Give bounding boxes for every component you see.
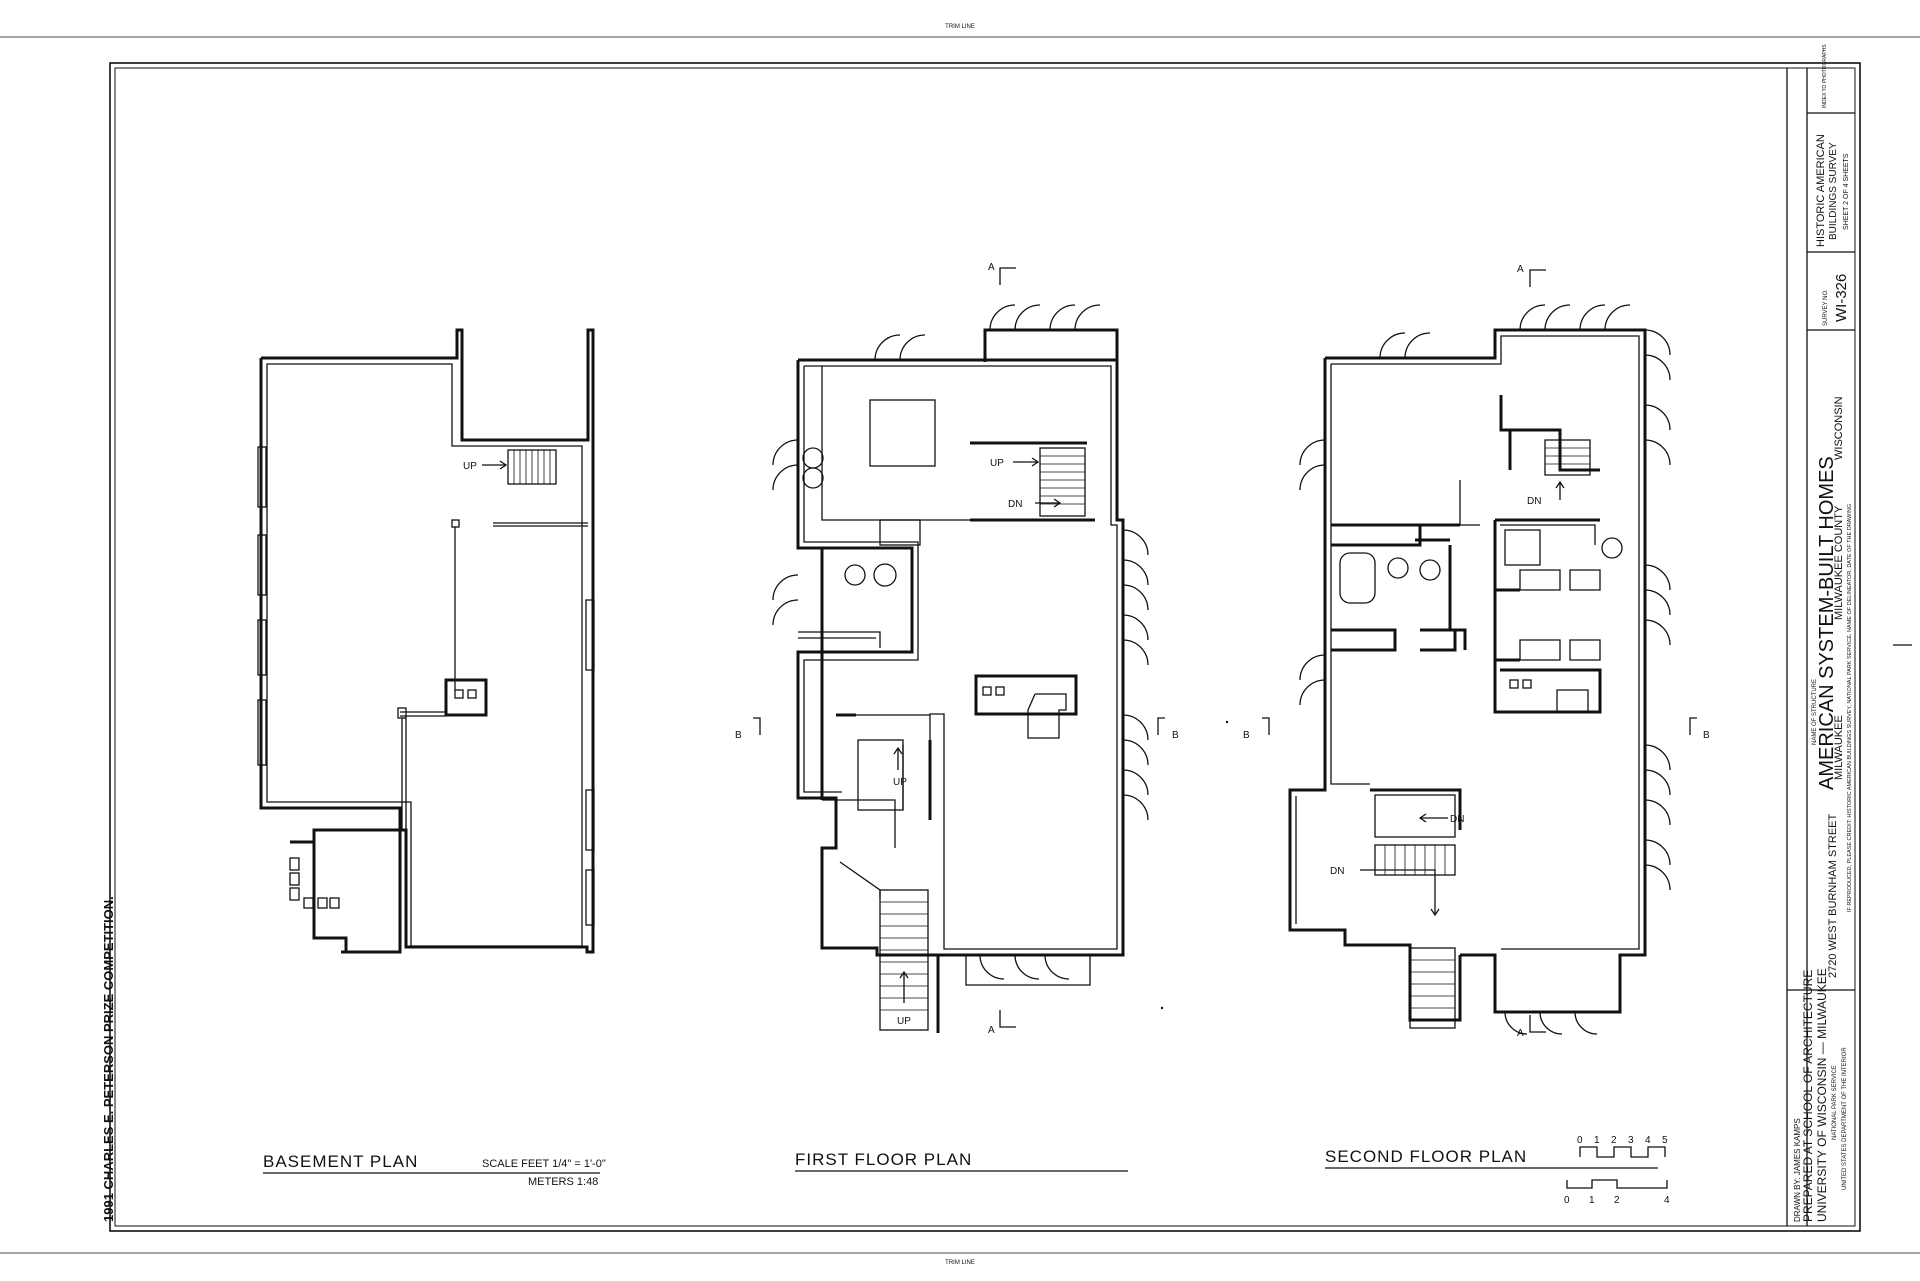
trim-lines: TRIM LINE TRIM LINE: [0, 24, 1920, 1266]
scale-meter-tick: 2: [1614, 1195, 1620, 1206]
first-dn-label: DN: [1008, 499, 1022, 510]
first-up-label: UP: [990, 458, 1004, 469]
scale-feet-tick: 1: [1594, 1135, 1600, 1146]
credit-note: IF REPRODUCED, PLEASE CREDIT: HISTORIC A…: [1847, 504, 1853, 912]
structure-name-caption: NAME OF STRUCTURE: [1812, 679, 1818, 745]
basement-plan-title: BASEMENT PLAN: [263, 1152, 418, 1171]
first-section-a-top: A: [988, 262, 995, 273]
scale-feet-tick: 3: [1628, 1135, 1634, 1146]
survey-no: WI-326: [1833, 274, 1850, 322]
basement-plan: UP BASEMENT PLAN: [257, 328, 600, 1174]
first-section-b-left: B: [735, 730, 742, 741]
structure-name: AMERICAN SYSTEM-BUILT HOMES: [1816, 456, 1838, 790]
first-up-label-2: UP: [893, 777, 907, 788]
second-section-a-bottom: A: [1517, 1028, 1524, 1039]
scale-meters-label: METERS 1:48: [528, 1176, 598, 1188]
first-up-label-3: UP: [897, 1016, 911, 1027]
second-dn-label: DN: [1527, 496, 1541, 507]
scale-feet-tick: 0: [1577, 1135, 1583, 1146]
index-label: INDEX TO PHOTOGRAPHS: [1822, 44, 1828, 108]
habs-line2: BUILDINGS SURVEY: [1828, 142, 1839, 240]
scale-feet-label: SCALE FEET 1/4" = 1'-0": [482, 1158, 606, 1170]
scale-meter-tick: 0: [1564, 1195, 1570, 1206]
scale-meter-tick: 1: [1589, 1195, 1595, 1206]
outer-border: [109, 62, 1861, 1232]
second-section-a-top: A: [1517, 264, 1524, 275]
state: WISCONSIN: [1833, 396, 1845, 460]
second-dn-label-3: DN: [1330, 866, 1344, 877]
second-floor-plan-title: SECOND FLOOR PLAN: [1325, 1147, 1527, 1166]
county: MILWAUKEE COUNTY: [1833, 505, 1845, 620]
second-dn-label-2: DN: [1450, 814, 1464, 825]
survey-no-label: SURVEY NO.: [1823, 289, 1829, 326]
sheet-label: SHEET 2 OF 4 SHEETS: [1843, 153, 1850, 230]
second-section-b-right: B: [1703, 730, 1710, 741]
inner-border: [114, 67, 1856, 1227]
second-section-b-left: B: [1243, 730, 1250, 741]
scale-feet-tick: 2: [1611, 1135, 1617, 1146]
scale-feet-tick: 5: [1662, 1135, 1668, 1146]
first-section-a-bottom: A: [988, 1025, 995, 1036]
habs-line1: HISTORIC AMERICAN: [1815, 134, 1827, 247]
trim-line-label-bottom: TRIM LINE: [945, 1260, 975, 1266]
doi-label: UNITED STATES DEPARTMENT OF THE INTERIOR: [1842, 1047, 1848, 1190]
address: 2720 WEST BURNHAM STREET: [1827, 813, 1839, 978]
trim-line-label-top: TRIM LINE: [945, 24, 975, 30]
basement-up-label: UP: [463, 461, 477, 472]
prepared-line2: UNIVERSITY OF WISCONSIN — MILWAUKEE: [1815, 968, 1829, 1222]
competition-note: 1991 CHARLES E. PETERSON PRIZE COMPETITI…: [101, 896, 116, 1222]
scale-meter-tick: 4: [1664, 1195, 1670, 1206]
nps-label: NATIONAL PARK SERVICE: [1832, 1065, 1838, 1140]
first-section-b-right: B: [1172, 730, 1179, 741]
first-floor-plan: UP DN UP UP A A: [735, 262, 1179, 1172]
city: MILWAUKEE: [1833, 715, 1845, 780]
second-floor-plan: DN DN DN: [1243, 264, 1710, 1169]
title-block: DRAWN BY: JAMES KAMPS PREPARED AT SCHOOL…: [1786, 44, 1855, 1226]
scale-feet-tick: 4: [1645, 1135, 1651, 1146]
first-floor-plan-title: FIRST FLOOR PLAN: [795, 1150, 972, 1169]
drawn-by: DRAWN BY: JAMES KAMPS: [1793, 1118, 1802, 1222]
prepared-line1: PREPARED AT SCHOOL OF ARCHITECTURE: [1801, 970, 1815, 1222]
